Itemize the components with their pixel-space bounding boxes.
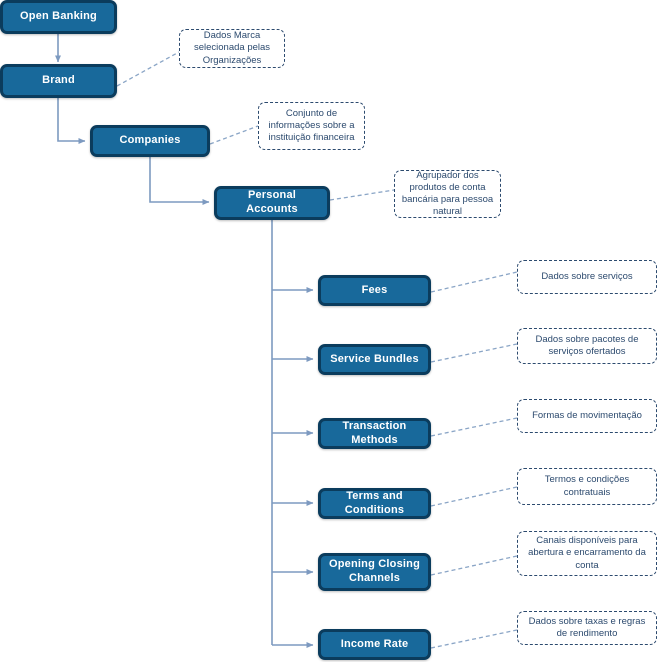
note-fees-text: Dados sobre serviços — [541, 270, 633, 282]
note-terms-and-conditions: Termos e condições contratuais — [517, 468, 657, 505]
note-transaction-methods: Formas de movimentação — [517, 399, 657, 433]
note-income-rate: Dados sobre taxas e regras de rendimento — [517, 611, 657, 645]
node-brand[interactable]: Brand — [0, 64, 117, 98]
node-personal-accounts[interactable]: Personal Accounts — [214, 186, 330, 220]
node-companies[interactable]: Companies — [90, 125, 210, 157]
node-income-rate[interactable]: Income Rate — [318, 629, 431, 660]
node-personal-accounts-label: Personal Accounts — [246, 189, 298, 215]
note-leader-terms-and-conditions — [430, 486, 518, 507]
note-leader-brand — [116, 51, 180, 87]
node-transaction-methods[interactable]: Transaction Methods — [318, 418, 431, 449]
note-personal-accounts: Agrupador dos produtos de conta bancária… — [394, 170, 501, 218]
note-leader-income-rate — [430, 629, 518, 649]
node-fees[interactable]: Fees — [318, 275, 431, 306]
node-terms-and-conditions-label: Terms and Conditions — [344, 489, 405, 516]
edge-companies-to-personal-accounts — [149, 157, 210, 205]
node-service-bundles[interactable]: Service Bundles — [318, 344, 431, 375]
note-fees: Dados sobre serviços — [517, 260, 657, 294]
node-terms-and-conditions[interactable]: Terms and Conditions — [318, 488, 431, 519]
node-service-bundles-label: Service Bundles — [330, 352, 419, 365]
note-leader-companies — [209, 125, 259, 145]
note-leader-service-bundles — [430, 343, 518, 363]
node-opening-closing-channels-label: Opening Closing Channels — [329, 558, 420, 584]
note-companies-text: Conjunto de informações sobre a institui… — [268, 107, 355, 144]
note-income-rate-text: Dados sobre taxas e regras de rendimento — [528, 615, 646, 639]
edge-brand-to-companies — [57, 98, 86, 144]
note-companies: Conjunto de informações sobre a institui… — [258, 102, 365, 150]
note-leader-fees — [430, 271, 518, 293]
edge-personal-accounts-trunk — [271, 220, 314, 648]
node-transaction-methods-label: Transaction Methods — [342, 419, 407, 446]
note-opening-closing-channels-text: Canais disponíveis para abertura e encar… — [528, 535, 646, 571]
note-leader-transaction-methods — [430, 417, 518, 437]
node-income-rate-label: Income Rate — [340, 637, 409, 650]
note-service-bundles-text: Dados sobre pacotes de serviços ofertado… — [535, 333, 639, 357]
node-open-banking[interactable]: Open Banking — [0, 0, 117, 34]
note-terms-and-conditions-text: Termos e condições contratuais — [544, 474, 630, 498]
node-opening-closing-channels[interactable]: Opening Closing Channels — [318, 553, 431, 591]
note-opening-closing-channels: Canais disponíveis para abertura e encar… — [517, 531, 657, 576]
note-brand-text: Dados Marca selecionada pelas Organizaçõ… — [193, 30, 271, 66]
node-brand-label: Brand — [42, 74, 75, 87]
node-open-banking-label: Open Banking — [20, 10, 97, 23]
node-fees-label: Fees — [361, 283, 388, 296]
note-personal-accounts-text: Agrupador dos produtos de conta bancária… — [401, 169, 494, 218]
note-transaction-methods-text: Formas de movimentação — [532, 409, 642, 421]
note-service-bundles: Dados sobre pacotes de serviços ofertado… — [517, 328, 657, 364]
note-leader-opening-closing-channels — [430, 555, 518, 576]
note-leader-personal-accounts — [329, 189, 395, 201]
node-companies-label: Companies — [119, 134, 181, 147]
note-brand: Dados Marca selecionada pelas Organizaçõ… — [179, 29, 285, 68]
